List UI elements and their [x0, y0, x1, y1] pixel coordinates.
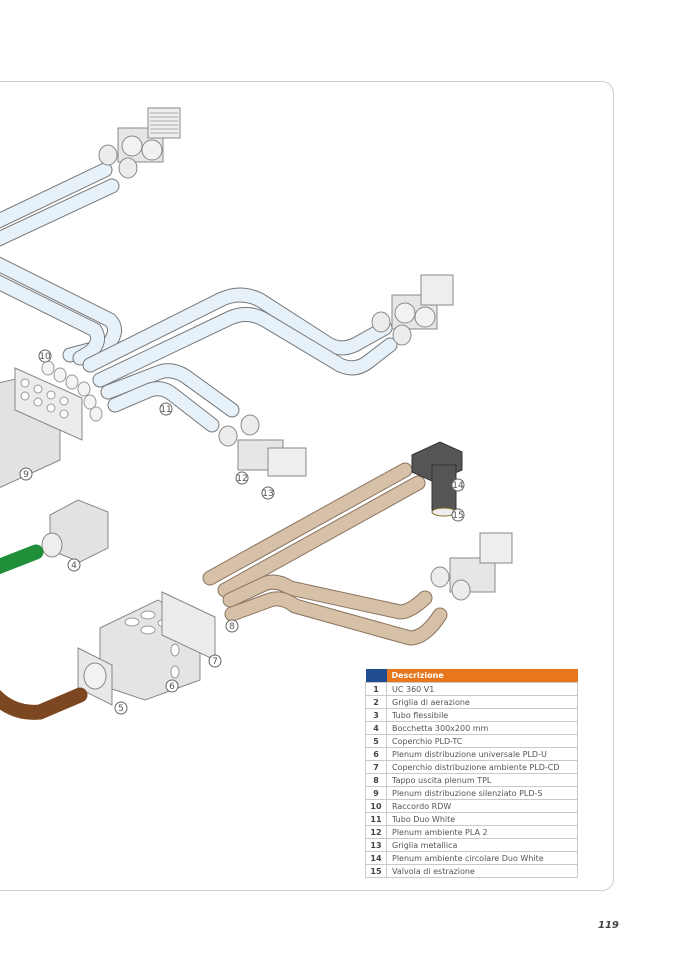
svg-text:11: 11: [160, 405, 171, 415]
legend-row-number: 6: [365, 747, 387, 761]
duct-brown: [0, 687, 88, 720]
legend-row-number: 7: [365, 760, 387, 774]
room-plenum-bottom: [430, 532, 513, 601]
room-plenum-top: [98, 107, 181, 179]
legend-row-description: Tappo uscita plenum TPL: [386, 773, 578, 787]
duct-white-top: [0, 162, 122, 366]
callout-11: 11: [159, 402, 173, 416]
callout-6: 6: [165, 679, 179, 693]
legend-header-desc: Descrizione: [386, 669, 578, 683]
svg-text:7: 7: [212, 657, 218, 667]
duct-green: [0, 544, 44, 575]
plenum-pld-s: [0, 360, 103, 488]
bocchetta-300x200: [41, 499, 109, 563]
legend-row-description: Coperchio PLD-TC: [386, 734, 578, 748]
callout-7: 7: [208, 654, 222, 668]
svg-text:8: 8: [229, 622, 235, 632]
room-plenum-middle: [371, 274, 454, 346]
legend-row-number: 4: [365, 721, 387, 735]
legend-row-number: 15: [365, 864, 387, 878]
legend-row-description: Plenum ambiente PLA 2: [386, 825, 578, 839]
legend-row-number: 11: [365, 812, 387, 826]
svg-text:5: 5: [118, 704, 124, 714]
callout-14: 14: [451, 478, 465, 492]
legend-row-number: 5: [365, 734, 387, 748]
legend-row-description: Plenum distribuzione universale PLD-U: [386, 747, 578, 761]
duct-white-middle: [82, 287, 398, 433]
legend-row-description: Plenum ambiente circolare Duo White: [386, 851, 578, 865]
legend-row-description: Coperchio distribuzione ambiente PLD-CD: [386, 760, 578, 774]
callout-12: 12: [235, 471, 249, 485]
svg-text:12: 12: [236, 474, 247, 484]
callout-5: 5: [114, 701, 128, 715]
svg-text:10: 10: [39, 352, 51, 362]
legend-row-description: Griglia di aerazione: [386, 695, 578, 709]
legend-row-description: UC 360 V1: [386, 682, 578, 696]
legend-row-description: Tubo Duo White: [386, 812, 578, 826]
svg-text:14: 14: [452, 481, 464, 491]
legend-row-number: 8: [365, 773, 387, 787]
callout-8: 8: [225, 619, 239, 633]
plenum-pld-u: [77, 591, 216, 706]
legend-row-description: Tubo flessibile: [386, 708, 578, 722]
legend-row-description: Griglia metallica: [386, 838, 578, 852]
legend-row-number: 12: [365, 825, 387, 839]
callout-10: 10: [38, 349, 52, 363]
legend-header: Descrizione: [365, 669, 578, 683]
legend-row-number: 13: [365, 838, 387, 852]
svg-text:13: 13: [262, 489, 273, 499]
legend-row-description: Bocchetta 300x200 mm: [386, 721, 578, 735]
legend-row-number: 9: [365, 786, 387, 800]
callout-13: 13: [261, 486, 275, 500]
duct-beige: [202, 462, 448, 646]
svg-text:9: 9: [23, 470, 29, 480]
plenum-pla2: [218, 414, 307, 477]
callout-4: 4: [67, 558, 81, 572]
legend-row-number: 3: [365, 708, 387, 722]
callout-9: 9: [19, 467, 33, 481]
legend-row-number: 2: [365, 695, 387, 709]
diagram-frame: [0, 81, 614, 891]
legend-row-number: 10: [365, 799, 387, 813]
legend-row-description: Valvola di estrazione: [386, 864, 578, 878]
legend-header-num: [365, 669, 387, 683]
legend-row-number: 1: [365, 682, 387, 696]
legend-row-description: Raccordo RDW: [386, 799, 578, 813]
callout-15: 15: [451, 508, 465, 522]
legend-row-number: 14: [365, 851, 387, 865]
page-number: 119: [598, 920, 619, 931]
legend-row-description: Plenum distribuzione silenziato PLD-S: [386, 786, 578, 800]
svg-text:15: 15: [452, 511, 463, 521]
svg-text:6: 6: [169, 682, 175, 692]
svg-text:4: 4: [71, 561, 77, 571]
